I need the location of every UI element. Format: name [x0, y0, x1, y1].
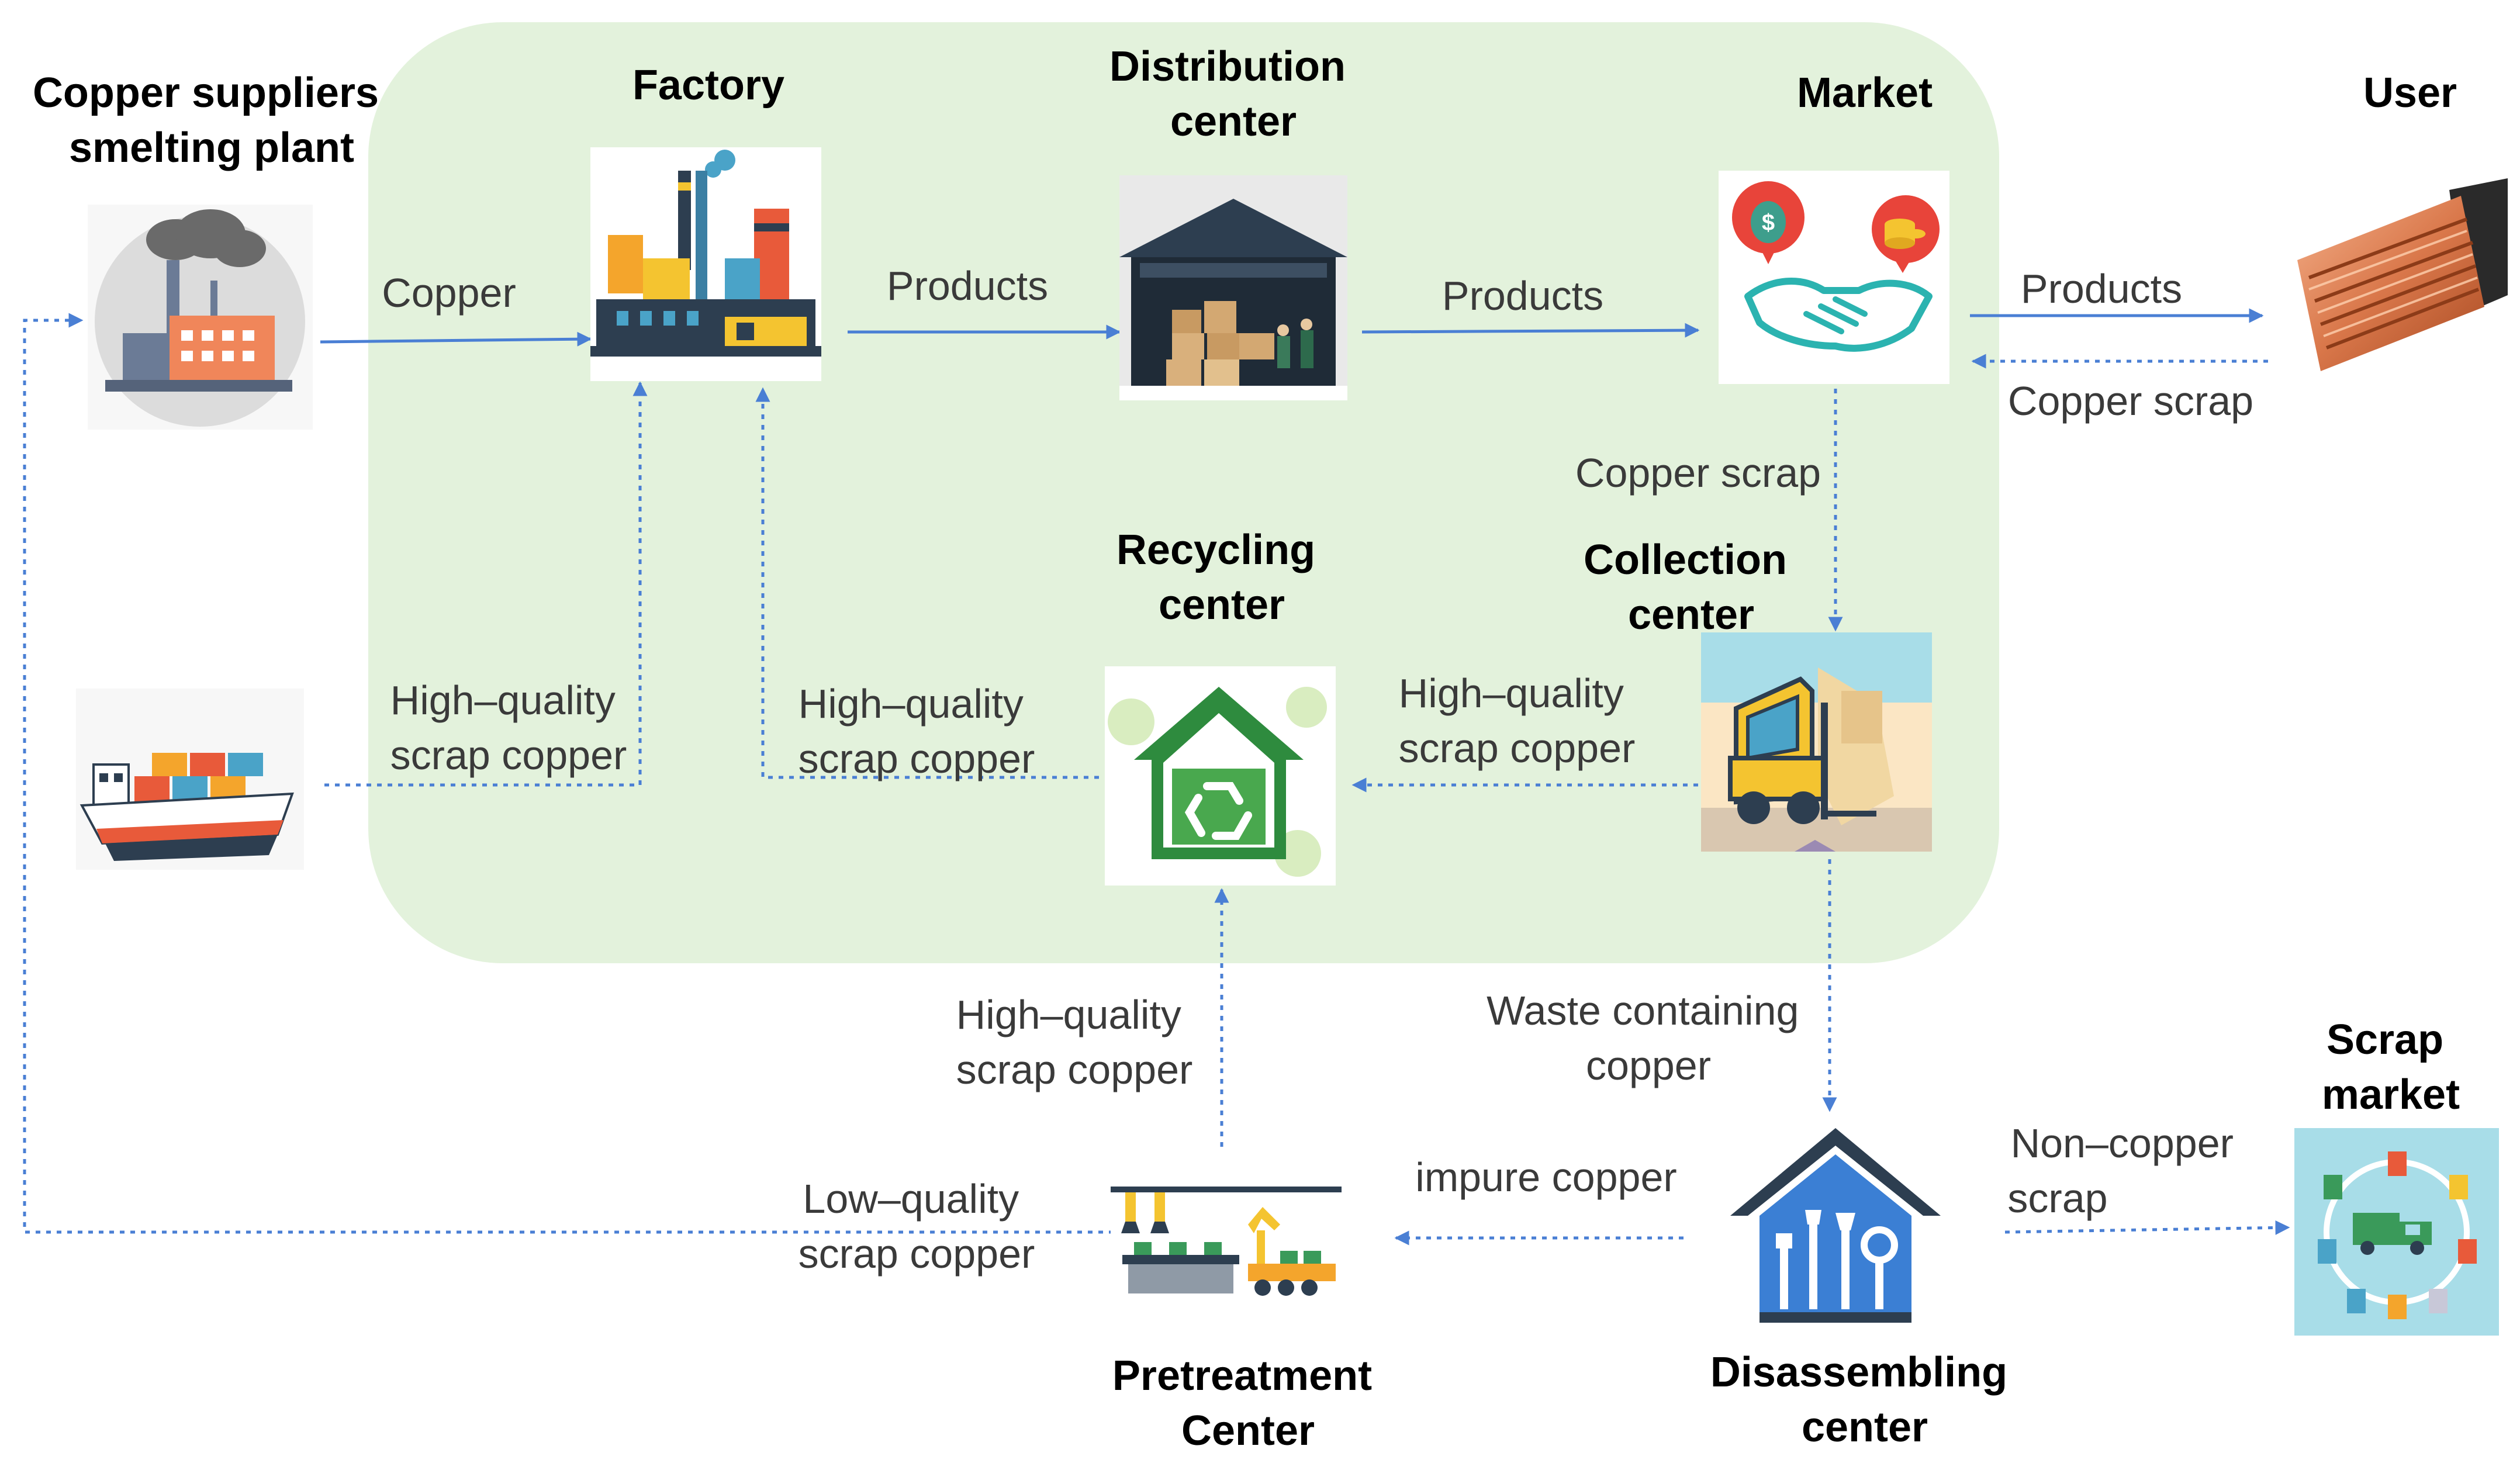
label-factory-to-distribution: Products — [887, 263, 1048, 309]
label-disassembling-to-scrap-market: Non–copper scrap — [2007, 1120, 2245, 1221]
edges — [23, 308, 2290, 1246]
edge-distribution-to-market — [1361, 323, 1700, 338]
edge-labels: Copper Products Products Products Copper… — [382, 263, 2253, 1277]
label-supplier-to-factory: Copper — [382, 270, 516, 316]
warehouse-icon — [1119, 175, 1347, 400]
title-user: User — [2363, 70, 2457, 116]
title-collection-center: Collection center — [1584, 537, 1799, 638]
label-collection-to-recycling: High–quality scrap copper — [1399, 670, 1636, 771]
tools-house-icon — [1730, 1128, 1941, 1323]
smelting-plant-icon — [88, 205, 313, 430]
title-scrap-market: Scrap market — [2322, 1016, 2460, 1118]
title-distribution-center: Distribution center — [1109, 43, 1357, 145]
label-collection-to-disassembling: Waste containing copper — [1487, 988, 1810, 1088]
copper-cable-icon — [2274, 178, 2508, 395]
label-user-to-market: Copper scrap — [2008, 378, 2253, 424]
title-copper-suppliers: Copper suppliers smelting plant — [33, 70, 390, 171]
title-disassembling-center: Disassembling center — [1710, 1349, 2019, 1451]
label-pretreatment-to-supplier: Low–quality scrap copper — [798, 1176, 1035, 1277]
label-ship-to-factory: High–quality scrap copper — [390, 677, 627, 778]
edge-supplier-to-factory — [320, 331, 592, 347]
recycling-bins-icon — [2294, 1128, 2499, 1336]
handshake-icon: $ — [1719, 171, 1949, 384]
label-disassembling-to-pretreatment: impure copper — [1415, 1154, 1676, 1200]
forklift-icon — [1701, 632, 1932, 852]
label-market-to-user: Products — [2021, 266, 2182, 312]
container-ship-icon — [76, 689, 304, 870]
assembly-line-icon — [1111, 1154, 1342, 1309]
recycling-house-icon — [1105, 666, 1336, 886]
title-factory: Factory — [632, 62, 784, 109]
edge-ship-to-factory — [324, 381, 648, 787]
label-distribution-to-market: Products — [1442, 273, 1603, 319]
title-recycling-center: Recycling center — [1116, 527, 1327, 628]
label-pretreatment-to-recycling: High–quality scrap copper — [956, 992, 1193, 1092]
label-recycling-to-factory: High–quality scrap copper — [798, 681, 1035, 781]
factory-icon — [590, 147, 821, 381]
node-titles: Copper suppliers smelting plant Factory … — [33, 43, 2460, 1454]
title-market: Market — [1797, 70, 1933, 116]
edge-disassembling-to-scrap-market — [2004, 1220, 2290, 1235]
label-market-to-collection: Copper scrap — [1575, 450, 1821, 496]
svg-text:$: $ — [1762, 210, 1775, 236]
title-pretreatment-center: Pretreatment Center — [1112, 1353, 1384, 1454]
